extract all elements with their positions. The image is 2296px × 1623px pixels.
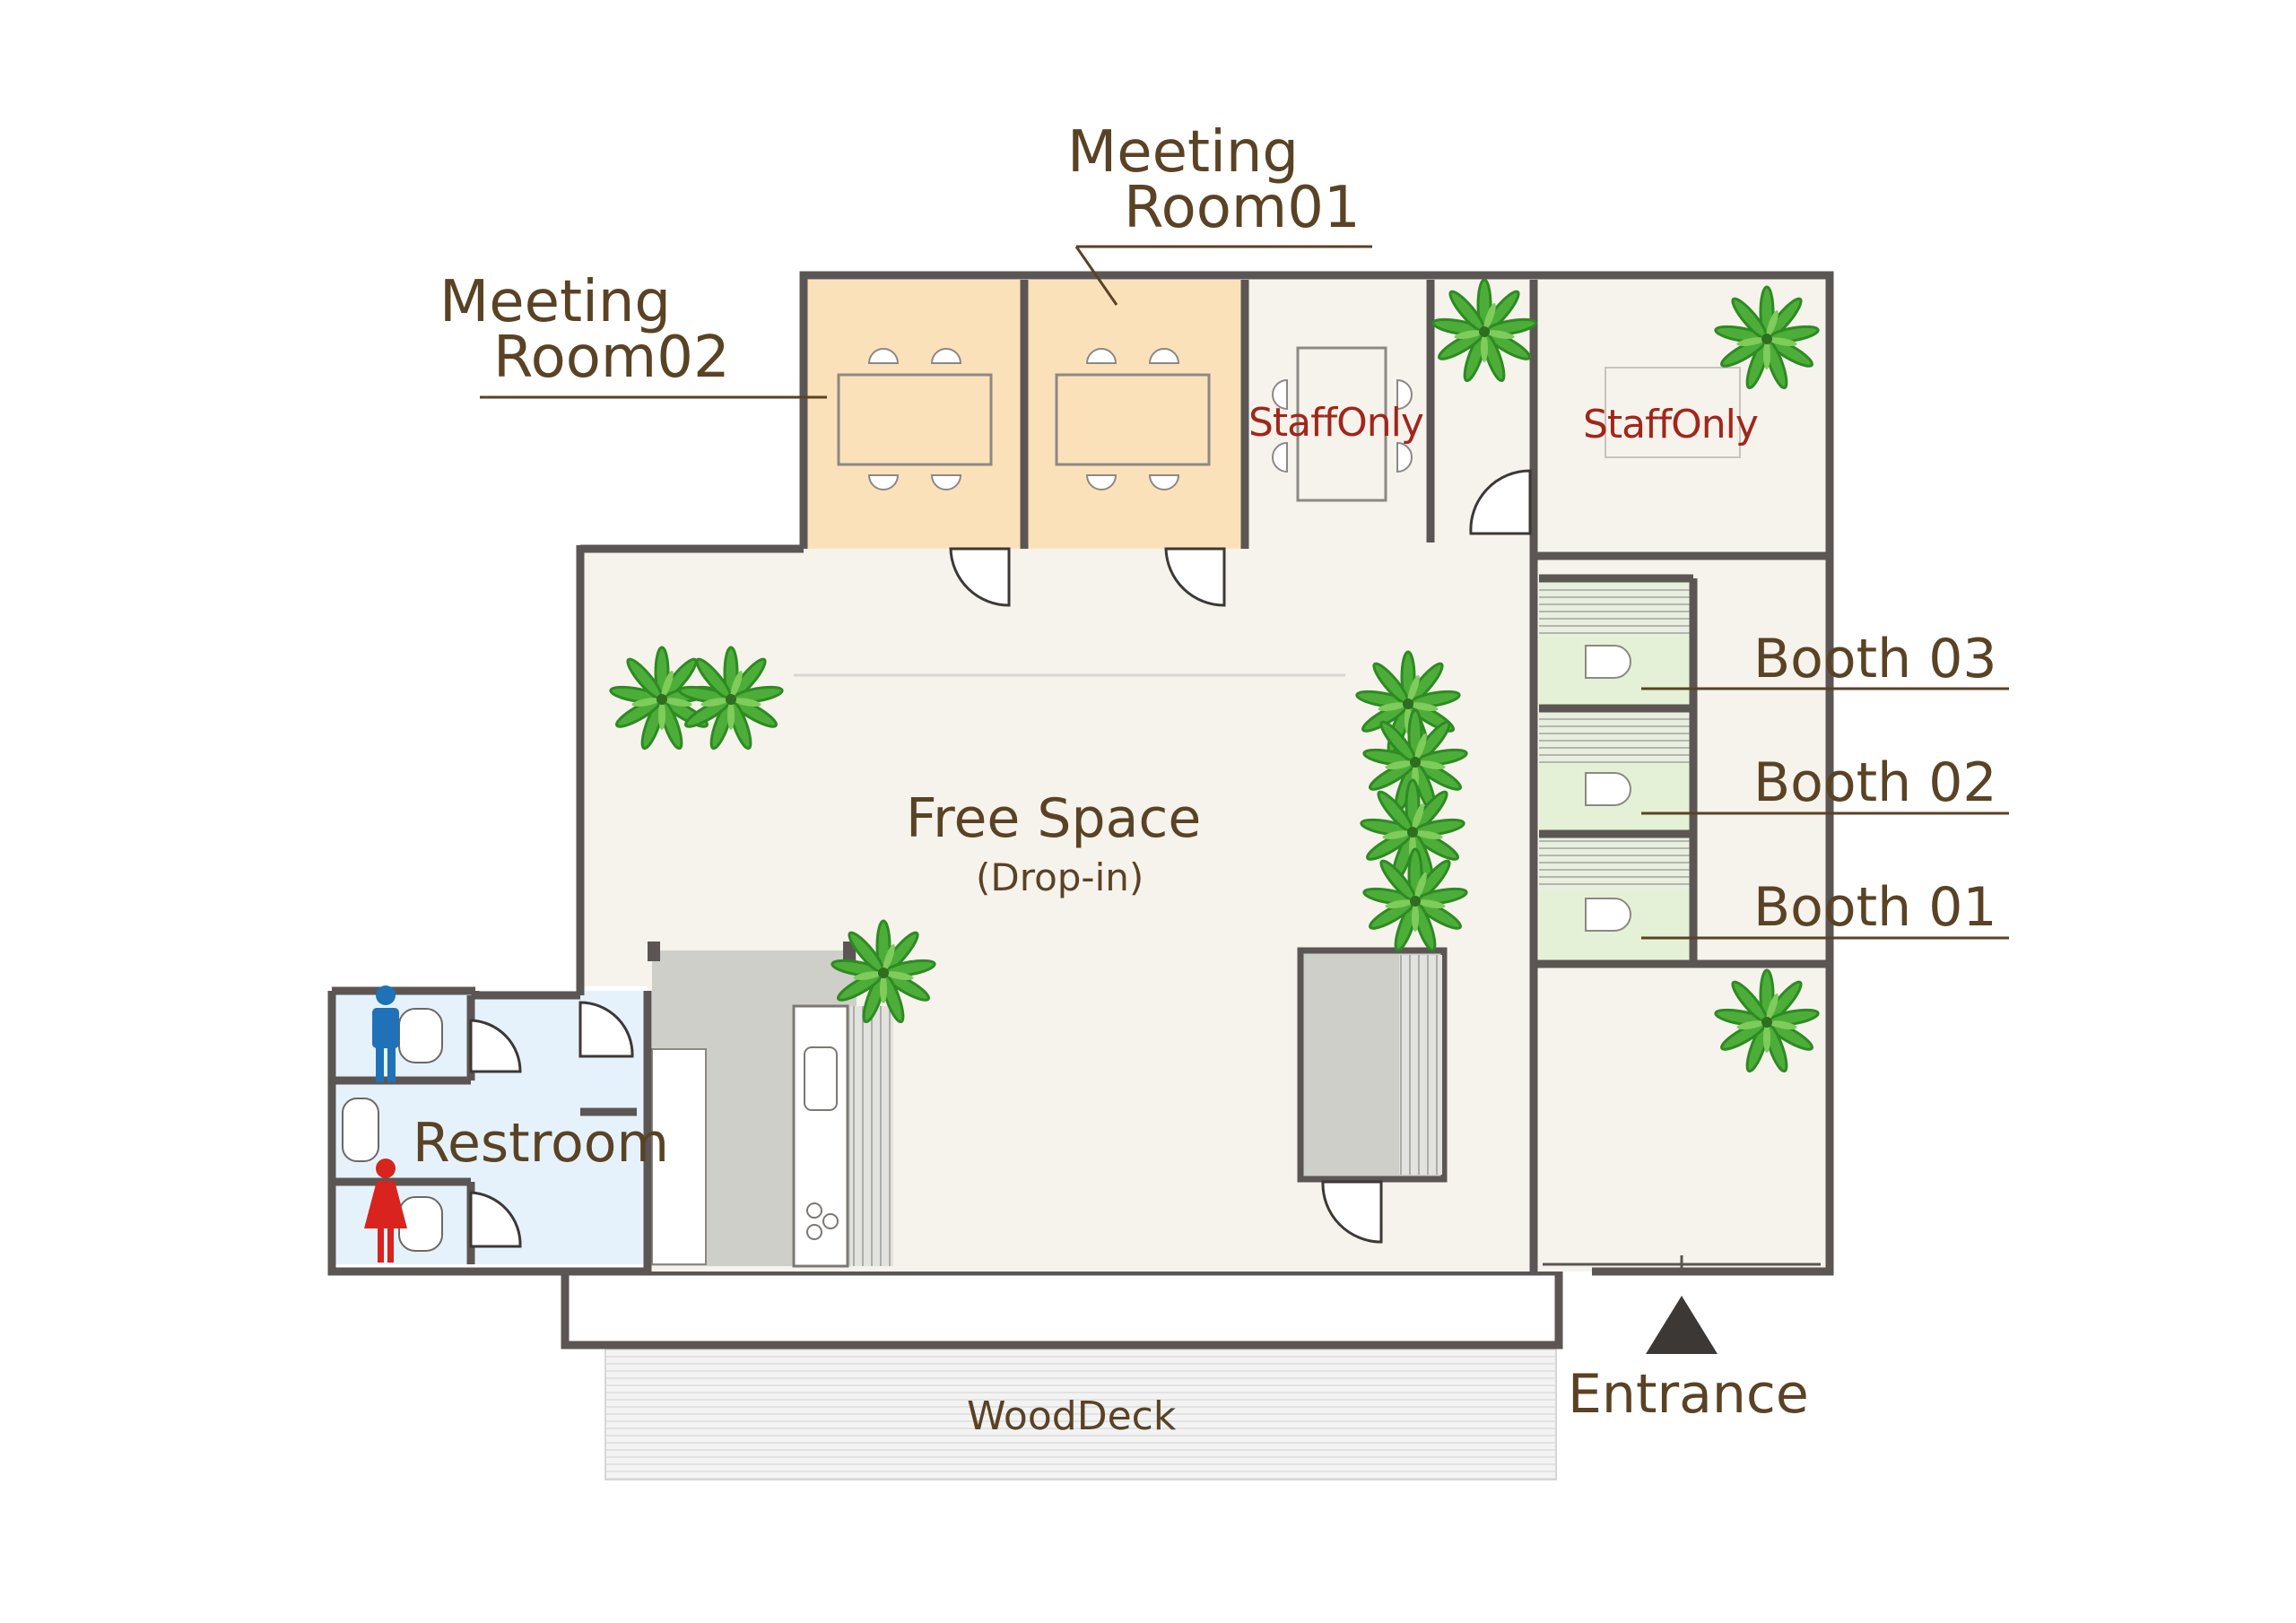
entrance-label: Entrance	[1568, 1363, 1809, 1426]
stove-burner	[806, 1224, 822, 1240]
meeting-room-02-label-line1: Meeting	[439, 269, 672, 335]
sofa-slats	[1399, 955, 1442, 1175]
kitchen-cabinet	[651, 1048, 707, 1265]
staff-only-label-2: StaffOnly	[1583, 402, 1759, 447]
booth-03-label: Booth 03	[1753, 628, 1997, 690]
staff-only-label-1: StaffOnly	[1248, 400, 1424, 446]
booth-02-label: Booth 02	[1753, 751, 1997, 814]
terrace	[561, 1267, 1563, 1350]
booth-01-seat	[1585, 898, 1631, 932]
stove-burner	[806, 1202, 822, 1219]
sink	[804, 1046, 838, 1111]
meeting-room-01-label-line2: Room01	[1124, 175, 1361, 241]
free-space-label: Free Space	[906, 787, 1202, 850]
entrance-arrow-icon	[1646, 1296, 1718, 1354]
wood-deck-label: WoodDeck	[967, 1393, 1177, 1439]
meeting-room-01-leader-diag	[1074, 246, 1118, 306]
toilet	[398, 1008, 443, 1063]
counter-slats	[850, 1006, 893, 1266]
booth-03-seat	[1585, 645, 1631, 679]
booth-01-label: Booth 01	[1753, 876, 1997, 939]
booth-01-slats	[1539, 838, 1693, 890]
booth-02-seat	[1585, 772, 1631, 806]
walls	[576, 271, 1834, 1276]
stove-burner	[822, 1213, 839, 1229]
female-restroom-icon	[364, 1159, 407, 1263]
drop-in-label: (Drop-in)	[976, 855, 1144, 899]
meeting-table-01	[1055, 373, 1211, 466]
urinal	[342, 1098, 379, 1162]
meeting-room-02-label-line2: Room02	[493, 325, 730, 391]
male-restroom-icon	[372, 985, 399, 1082]
meeting-room-01-label-line1: Meeting	[1067, 119, 1300, 186]
booth-02-slats	[1539, 713, 1693, 765]
kitchen-post	[648, 942, 660, 961]
restroom-label: Restroom	[413, 1112, 669, 1175]
door-icon	[469, 469, 1532, 1248]
staff-table	[1296, 346, 1387, 502]
meeting-table-02	[837, 373, 993, 466]
booth-03-slats	[1539, 585, 1693, 637]
staff-desk	[1605, 367, 1741, 458]
wood-deck	[604, 1344, 1557, 1480]
